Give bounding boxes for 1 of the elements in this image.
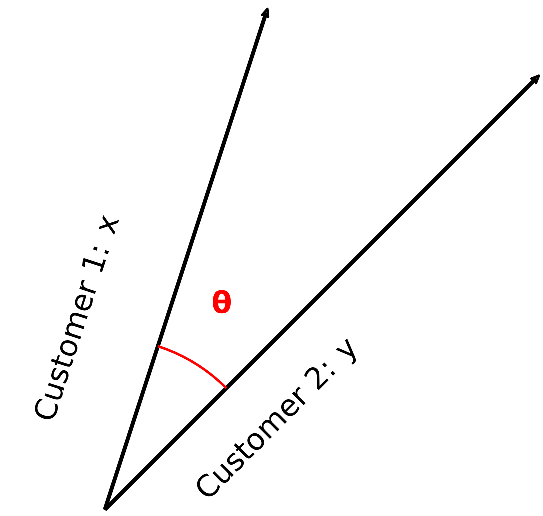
angle-label: θ — [212, 290, 232, 314]
